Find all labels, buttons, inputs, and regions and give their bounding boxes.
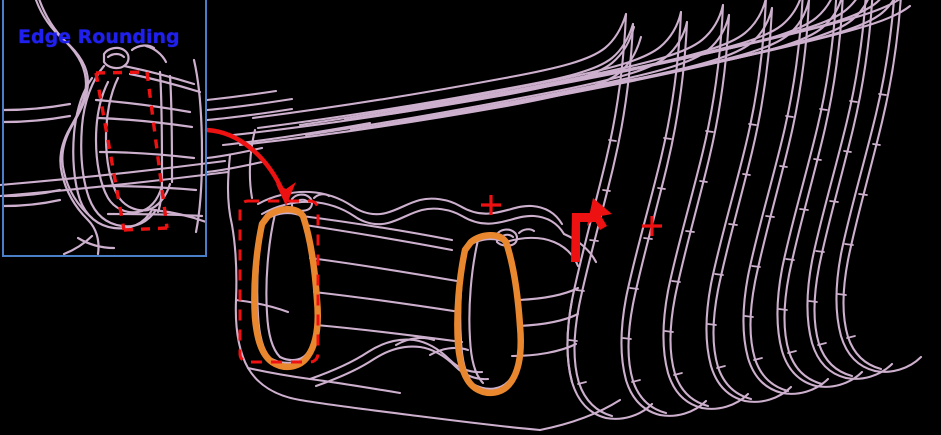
- inset-title-label: Edge Rounding: [18, 26, 180, 48]
- inset-dashed-region[interactable]: [94, 70, 169, 232]
- inset-wireframe-layer: [4, 0, 205, 255]
- edge-selection-box[interactable]: [238, 199, 320, 364]
- fin-stack: [0, 0, 923, 432]
- zoom-callout-arrow: [204, 127, 296, 206]
- crosshair-marker-2[interactable]: [642, 216, 662, 236]
- highlighted-edge-rear[interactable]: [454, 232, 524, 397]
- mouse-cursor[interactable]: [571, 198, 612, 262]
- inset-dashed-region-layer: [94, 70, 169, 232]
- highlighted-edge-front[interactable]: [251, 206, 321, 371]
- edge-rounding-inset-panel[interactable]: Edge Rounding: [2, 0, 207, 257]
- crosshair-marker-1[interactable]: [481, 195, 501, 215]
